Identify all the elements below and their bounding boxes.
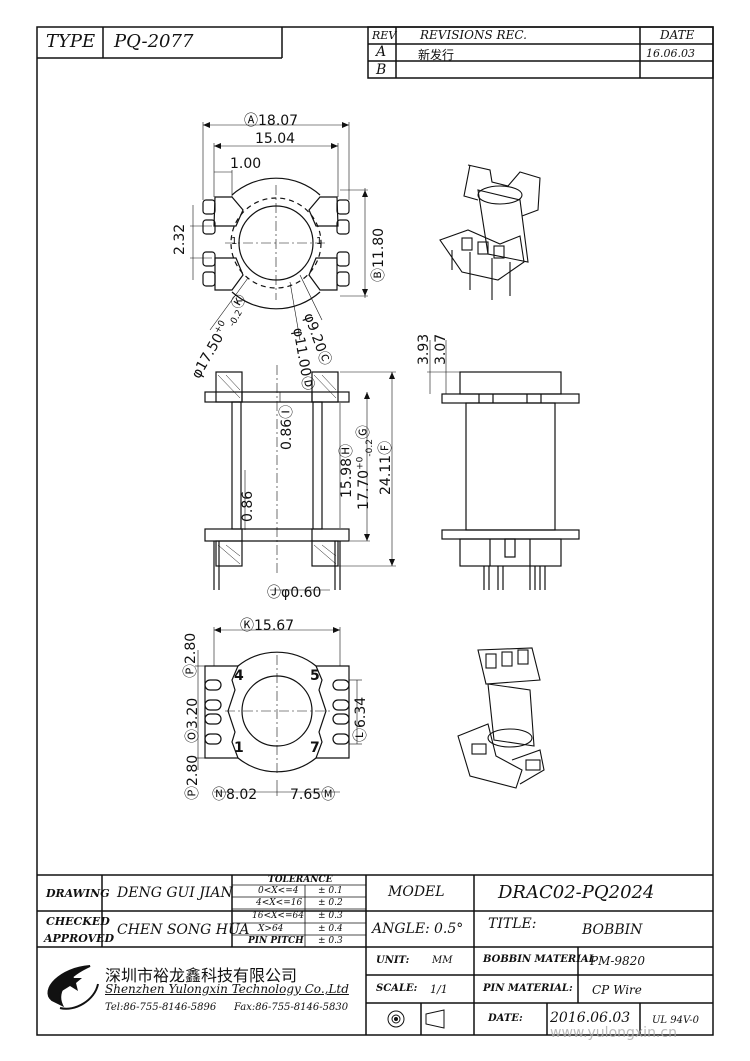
revisions-label: REVISIONS REC. xyxy=(420,28,527,42)
checked-name: CHEN SONG HUA xyxy=(117,922,250,938)
dim-m765: 7.65Ⓜ xyxy=(290,787,336,803)
tol-range-0: 0<X<=4 xyxy=(258,886,299,896)
pin-7-label: 7 xyxy=(310,740,320,756)
checked-label: CHECKED xyxy=(46,915,110,928)
dim-j: Ⓙφ0.60 xyxy=(267,585,322,601)
scale-label: SCALE: xyxy=(376,983,418,994)
drawing-label: DRAWING xyxy=(46,887,110,900)
company-name-en: Shenzhen Yulongxin Technology Co.,Ltd xyxy=(105,982,349,996)
tol-value-0: ± 0.1 xyxy=(318,886,343,896)
rev-a-text: 新发行 xyxy=(418,48,455,62)
dim-f: 24.11Ⓕ xyxy=(378,440,394,495)
dim-q320: Ⓞ3.20 xyxy=(185,697,201,743)
pin-material-label: PIN MATERIAL: xyxy=(483,983,573,994)
tol-value-2: ± 0.3 xyxy=(318,911,343,921)
dim-b: Ⓑ11.80 xyxy=(371,227,387,282)
tolerance-label: TOLERANCE xyxy=(268,875,333,885)
dim-p280a: Ⓟ2.80 xyxy=(183,632,199,678)
unit-value: MM xyxy=(432,955,453,966)
company-tel: Tel:86-755-8146-5896 xyxy=(105,1002,217,1013)
dim-d100: 1.00 xyxy=(230,156,262,172)
approved-label: APPROVED xyxy=(44,932,115,945)
rev-b: B xyxy=(376,62,387,78)
pin-4-label: 4 xyxy=(234,668,244,684)
company-fax: Fax:86-755-8146-5830 xyxy=(234,1002,349,1013)
dim-g: 17.70+0-0.2Ⓖ xyxy=(355,425,375,510)
dim-d232: 2.32 xyxy=(172,223,188,255)
ul-value: UL 94V-0 xyxy=(652,1015,700,1026)
angle-value: 0.5° xyxy=(434,921,464,937)
side-view xyxy=(441,371,580,590)
iso-view-bottom xyxy=(457,647,545,789)
tol-range-2: 16<X<=64 xyxy=(252,911,304,921)
dim-a: Ⓐ18.07 xyxy=(244,113,299,129)
small-label-1-left: 1 xyxy=(231,236,238,247)
date-header: DATE xyxy=(660,28,695,42)
company-logo xyxy=(47,965,99,1010)
title-value: BOBBIN xyxy=(582,922,643,938)
dim-k2: Ⓚ15.67 xyxy=(240,618,295,634)
dim-h307: 3.07 xyxy=(433,333,449,365)
dim-p280b: Ⓟ2.80 xyxy=(185,754,201,800)
dim-i2: 0.86 xyxy=(240,490,256,522)
unit-label: UNIT: xyxy=(376,955,410,966)
drawing-name: DENG GUI JIAN xyxy=(117,885,233,901)
date-value: 2016.06.03 xyxy=(550,1010,631,1026)
tol-range-4: PIN PITCH xyxy=(248,936,304,946)
top-view xyxy=(202,177,350,310)
pin-5-label: 5 xyxy=(310,668,320,684)
type-value: PQ-2077 xyxy=(114,31,194,52)
model-label: MODEL xyxy=(388,884,445,900)
pin-material-value: CP Wire xyxy=(592,983,642,997)
bobbin-material-label: BOBBIN MATERIAL xyxy=(483,954,596,965)
small-label-1-right: 1 xyxy=(316,236,323,247)
bobbin-material-value: PM-9820 xyxy=(590,954,645,968)
date-label: DATE: xyxy=(488,1013,523,1024)
type-label: TYPE xyxy=(46,31,96,52)
rev-a-date: 16.06.03 xyxy=(646,47,695,60)
dim-l634: Ⓛ6.34 xyxy=(353,696,369,742)
projection-symbol-icon xyxy=(387,1009,445,1029)
title-label: TITLE: xyxy=(488,916,537,932)
tol-range-1: 4<X<=16 xyxy=(256,898,303,908)
rev-label: REV xyxy=(372,29,397,42)
dim-i: 0.86Ⓘ xyxy=(279,404,295,450)
scale-value: 1/1 xyxy=(430,983,448,996)
bottom-view xyxy=(204,651,350,775)
tol-value-1: ± 0.2 xyxy=(318,898,343,908)
rev-a: A xyxy=(376,44,387,60)
dim-width-1504: 15.04 xyxy=(255,131,296,147)
pin-1-label: 1 xyxy=(234,740,244,756)
dim-n802: Ⓝ8.02 xyxy=(212,787,258,803)
model-value: DRAC02-PQ2024 xyxy=(498,882,655,903)
tol-value-4: ± 0.3 xyxy=(318,936,343,946)
iso-view-top xyxy=(439,164,541,300)
tol-value-3: ± 0.4 xyxy=(318,924,343,934)
angle-label: ANGLE: xyxy=(372,921,430,937)
dim-h393: 3.93 xyxy=(416,333,432,365)
front-section xyxy=(204,365,350,590)
tol-range-3: X>64 xyxy=(258,924,284,934)
watermark: www.yulongxin.cn xyxy=(550,1025,677,1041)
company-name-cn: 深圳市裕龙鑫科技有限公司 xyxy=(105,966,298,985)
